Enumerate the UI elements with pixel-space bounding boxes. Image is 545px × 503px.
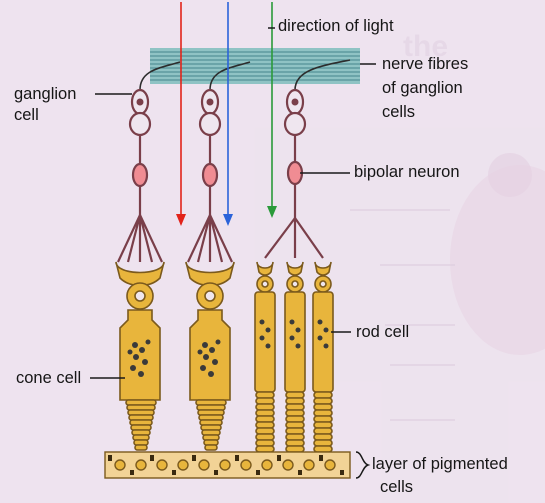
- label-ganglion-line2: cell: [14, 105, 76, 126]
- pigment-layer: [105, 452, 350, 478]
- label-pigment-layer: layer of pigmented cells: [372, 454, 508, 498]
- label-pigment-line2: cells: [380, 477, 508, 498]
- label-pigment-line1: layer of pigmented: [372, 454, 508, 475]
- label-nerve-fibres-line2: of ganglion: [382, 78, 468, 99]
- label-rod-cell: rod cell: [356, 322, 409, 343]
- label-bipolar-neuron: bipolar neuron: [354, 162, 460, 183]
- label-nerve-fibres-line3: cells: [382, 102, 468, 123]
- label-cone-cell: cone cell: [16, 368, 81, 389]
- label-ganglion-cell: ganglion cell: [14, 84, 76, 126]
- label-direction-of-light: direction of light: [278, 16, 394, 37]
- label-ganglion-line1: ganglion: [14, 84, 76, 105]
- label-nerve-fibres-line1: nerve fibres: [382, 54, 468, 75]
- label-nerve-fibres: nerve fibres of ganglion cells: [382, 54, 468, 123]
